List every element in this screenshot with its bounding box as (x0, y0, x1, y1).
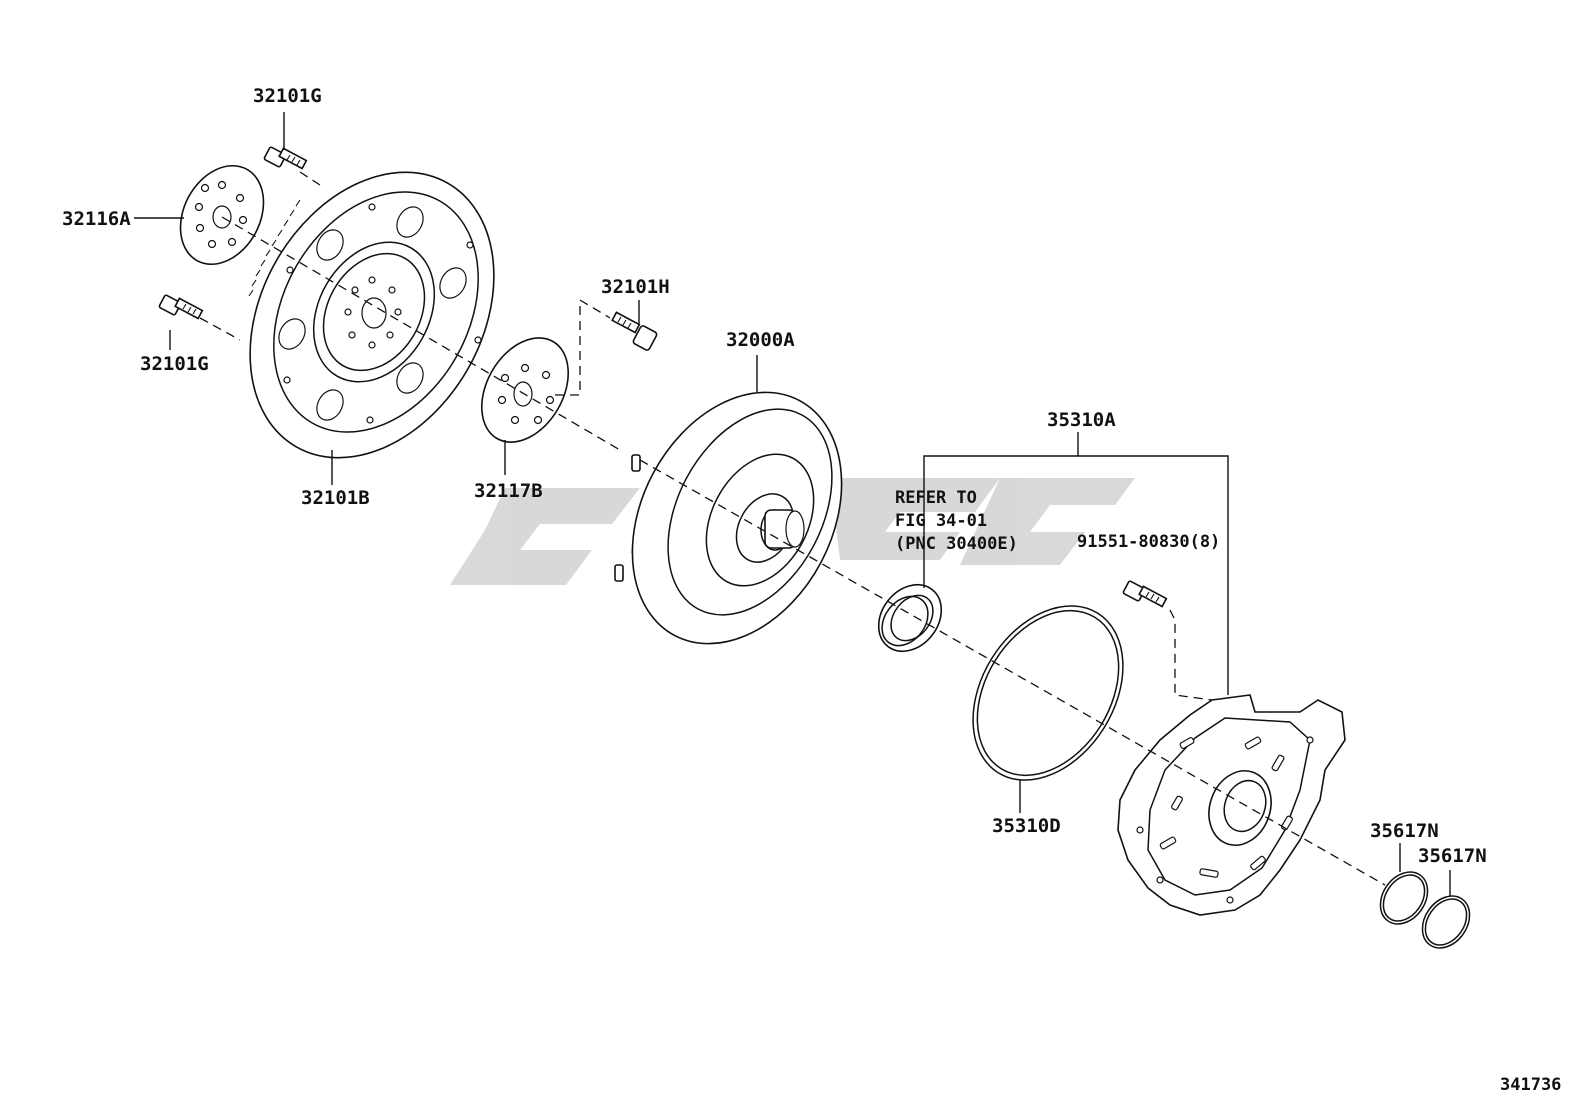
label-32000a: 32000A (726, 329, 795, 351)
bolt-32101h (611, 311, 658, 351)
spacer-plate-32117b (480, 337, 570, 443)
oil-seal (877, 584, 943, 652)
oil-pump-body (1117, 694, 1346, 916)
bolt-32101g-top (263, 146, 308, 170)
bolt-91551 (1122, 580, 1168, 608)
refer-note-line1: REFER TO (895, 488, 977, 508)
label-32116a: 32116A (62, 208, 131, 230)
label-35617n-b: 35617N (1418, 845, 1487, 867)
seal-ring-35617n-b (1421, 895, 1471, 949)
drive-plate-32101b (248, 171, 495, 459)
label-32117b: 32117B (474, 480, 543, 502)
label-32101b: 32101B (301, 487, 370, 509)
o-ring-35310d (972, 605, 1124, 781)
bolt-32101g-left (158, 294, 204, 320)
flex-plate-32116a (179, 164, 265, 266)
label-35310a: 35310A (1047, 409, 1116, 431)
assembly-centerlines (199, 171, 1386, 886)
label-35617n-a: 35617N (1370, 820, 1439, 842)
label-32101g-top: 32101G (253, 85, 322, 107)
label-91551: 91551-80830(8) (1077, 532, 1220, 552)
label-32101h: 32101H (601, 276, 670, 298)
seal-ring-35617n-a (1379, 871, 1429, 925)
figure-number: 341736 (1500, 1075, 1561, 1095)
torque-converter-32000a (614, 391, 843, 645)
leader-lines (134, 112, 1451, 896)
refer-note-line2: FIG 34-01 (895, 511, 987, 531)
label-32101g-left: 32101G (140, 353, 209, 375)
label-35310d: 35310D (992, 815, 1061, 837)
refer-note-line3: (PNC 30400E) (895, 534, 1018, 554)
